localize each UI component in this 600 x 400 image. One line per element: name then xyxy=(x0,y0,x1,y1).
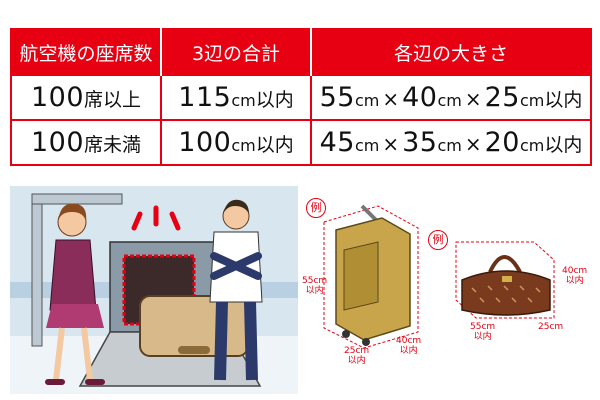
seat-count-suffix: 席以上 xyxy=(84,89,142,111)
each-dimension-cell: 45cm×35cm×20cm以内 xyxy=(310,119,592,166)
illustration-area: 例 55cm 以内 25cm 以内 40cm 以内 例 40cm 以内 55cm… xyxy=(0,186,600,400)
table-row: 100席以上 115cm以内 55cm×40cm×25cm以内 xyxy=(10,74,592,121)
suitcase-height-value: 55cm xyxy=(302,276,328,286)
suitcase-depth-suffix: 以内 xyxy=(347,356,366,366)
seat-count-cell: 100席未満 xyxy=(10,119,162,166)
total-suffix: 以内 xyxy=(255,134,294,156)
passenger-hair xyxy=(58,203,87,222)
dim-depth: 20 xyxy=(484,127,520,158)
suitcase-wheel xyxy=(342,330,350,338)
officer-legs xyxy=(214,301,258,381)
suitcase-width-suffix: 以内 xyxy=(399,346,418,356)
suitcase-height-suffix: 以内 xyxy=(305,286,324,296)
passenger-skirt xyxy=(46,304,104,328)
suitcase-example-illustration xyxy=(323,204,419,349)
total-unit: cm xyxy=(231,91,256,110)
gate-frame-top xyxy=(31,193,123,205)
dim-height: 55 xyxy=(319,82,355,113)
example-badge-suitcase: 例 xyxy=(306,198,326,218)
table-row: 100席未満 100cm以内 45cm×35cm×20cm以内 xyxy=(10,119,592,166)
dim-depth-unit: cm xyxy=(519,136,545,155)
multiply-sign: × xyxy=(464,132,482,156)
table-header-row: 航空機の座席数 3辺の合計 各辺の大きさ xyxy=(11,29,591,75)
total-suffix: 以内 xyxy=(255,89,294,111)
bag-depth-value: 25cm xyxy=(538,322,564,332)
dim-depth-unit: cm xyxy=(519,91,545,110)
bag-clasp xyxy=(502,276,512,282)
dims-suffix: 以内 xyxy=(544,89,583,111)
officer-crossed-arms xyxy=(210,252,262,280)
seat-count-cell: 100席以上 xyxy=(10,74,162,121)
dims-suffix: 以内 xyxy=(544,134,583,156)
bag-length-label: 55cm 以内 xyxy=(470,322,495,342)
dim-height-unit: cm xyxy=(354,136,380,155)
suitcase-height-label: 55cm 以内 xyxy=(302,276,327,296)
dim-height-unit: cm xyxy=(354,91,380,110)
total-unit: cm xyxy=(231,136,256,155)
header-each-dimension: 各辺の大きさ xyxy=(310,29,591,75)
seat-count-number: 100 xyxy=(30,127,85,158)
dim-width-unit: cm xyxy=(437,136,462,155)
passenger-legs xyxy=(53,327,93,381)
carry-on-size-table: 航空機の座席数 3辺の合計 各辺の大きさ 100席以上 115cm以内 55cm… xyxy=(10,28,592,166)
total-number: 100 xyxy=(178,127,232,158)
bag-pattern xyxy=(471,285,541,303)
suitcase-pocket xyxy=(343,241,379,311)
passenger-body xyxy=(49,239,97,311)
suitcase-depth-label: 25cm 以内 xyxy=(344,346,369,366)
total-dimension-cell: 100cm以内 xyxy=(160,119,312,166)
dim-depth: 25 xyxy=(484,82,520,113)
dim-width-unit: cm xyxy=(437,91,462,110)
suitcase-depth-value: 25cm xyxy=(344,346,370,356)
alert-marks xyxy=(131,205,181,231)
security-check-illustration xyxy=(10,186,298,394)
seat-count-number: 100 xyxy=(30,82,85,113)
total-dimension-cell: 115cm以内 xyxy=(160,74,312,121)
multiply-sign: × xyxy=(464,87,482,111)
officer-hair xyxy=(223,199,249,214)
suitcase-handle xyxy=(178,346,210,354)
bag-height-label: 40cm 以内 xyxy=(562,266,587,286)
bag-length-suffix: 以内 xyxy=(473,332,492,342)
bag-height-suffix: 以内 xyxy=(565,276,584,286)
seat-count-suffix: 席未満 xyxy=(84,134,142,156)
header-seat-count: 航空機の座席数 xyxy=(11,29,161,75)
multiply-sign: × xyxy=(382,132,400,156)
bag-depth-label: 25cm xyxy=(538,322,563,332)
bag-example-illustration xyxy=(455,241,555,319)
suitcase-width-value: 40cm xyxy=(396,336,422,346)
total-number: 115 xyxy=(178,82,232,113)
suitcase-wheel xyxy=(362,338,370,346)
bag-handle xyxy=(488,255,522,273)
multiply-sign: × xyxy=(382,87,400,111)
each-dimension-cell: 55cm×40cm×25cm以内 xyxy=(310,74,592,121)
dim-width: 35 xyxy=(402,127,438,158)
suitcase-bounding-box xyxy=(323,205,419,349)
bag-body xyxy=(461,270,551,316)
bag-bounding-box xyxy=(455,241,555,319)
suitcase-width-label: 40cm 以内 xyxy=(396,336,421,356)
bag-length-value: 55cm xyxy=(470,322,496,332)
dim-width: 40 xyxy=(402,82,438,113)
gate-frame-left xyxy=(31,195,43,347)
example-badge-bag: 例 xyxy=(428,230,448,250)
bag-height-value: 40cm xyxy=(562,266,588,276)
header-total-dimensions: 3辺の合計 xyxy=(160,29,311,75)
dim-height: 45 xyxy=(319,127,355,158)
